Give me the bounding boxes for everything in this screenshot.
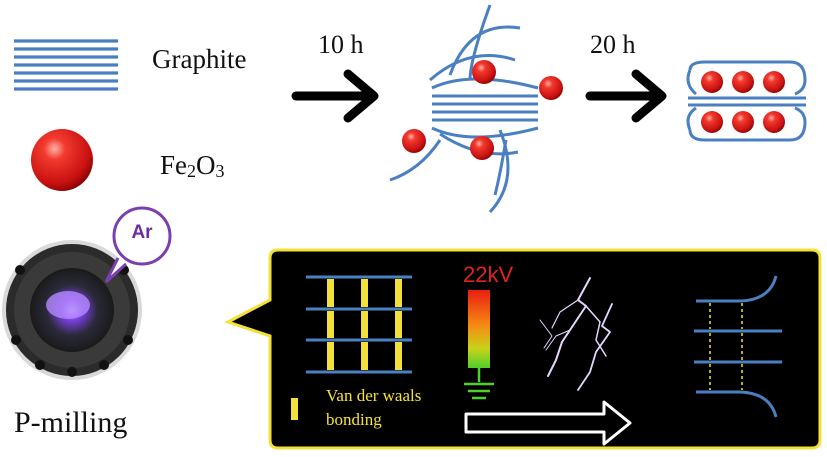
right-arrow-icon	[291, 69, 379, 123]
fe2o3-fe: Fe	[160, 150, 187, 180]
lightning-icon	[539, 277, 613, 391]
intercalated-composite	[686, 60, 807, 142]
graphite-lattice-left	[306, 275, 412, 374]
vdw-legend-label: Van der waals bonding	[326, 386, 422, 429]
ground-symbol-icon	[464, 368, 494, 400]
p-milling-label: P-milling	[14, 406, 128, 439]
graphite-label: Graphite	[152, 44, 247, 74]
graphite-lattice-right	[694, 275, 782, 418]
fe2o3-particles-final	[701, 71, 785, 133]
ar-badge	[104, 206, 172, 284]
ar-badge-label: Ar	[131, 222, 153, 243]
fe2o3-o: O	[196, 150, 216, 180]
voltage-label: 22kV	[463, 262, 514, 287]
exfoliating-graphite	[389, 4, 539, 214]
time-label-20h: 20 h	[590, 30, 636, 59]
fe2o3-sub-3: 3	[215, 161, 225, 181]
fe2o3-sub-2: 2	[187, 161, 196, 181]
fe2o3-label: Fe2O3	[160, 150, 225, 182]
fe2o3-legend-icon	[31, 129, 93, 191]
time-label-10h: 10 h	[318, 30, 364, 59]
vdw-legend-swatch	[291, 398, 298, 420]
hollow-right-arrow-icon	[464, 400, 632, 446]
fe2o3-particles-intermediate	[402, 60, 563, 160]
graphite-legend-icon	[14, 39, 118, 91]
voltage-bar	[468, 290, 490, 368]
p-milling-device	[2, 240, 142, 380]
info-panel	[224, 248, 822, 450]
right-arrow-icon	[585, 69, 667, 123]
